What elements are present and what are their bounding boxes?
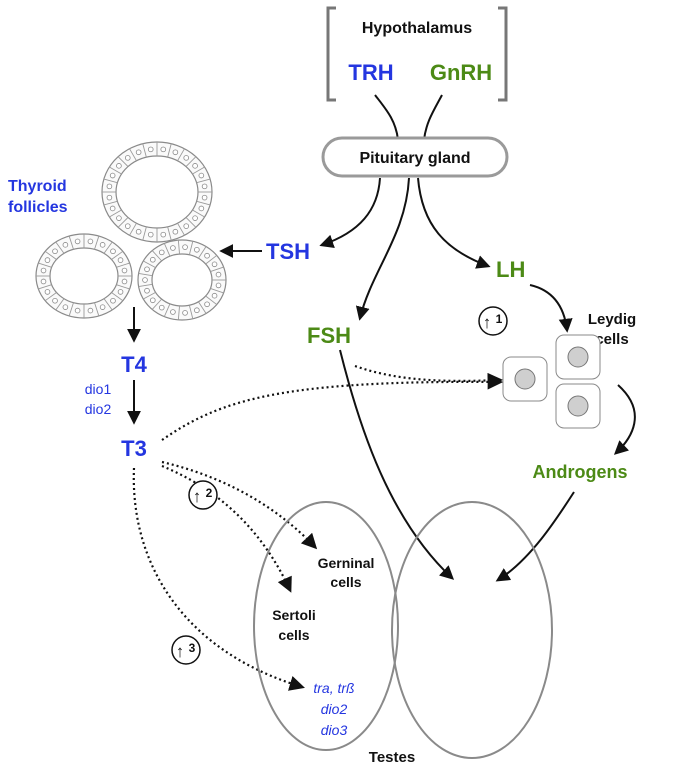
androgens-to-testes-arrow (495, 491, 575, 582)
svg-text:↑: ↑ (193, 487, 202, 506)
testis-right (391, 501, 553, 759)
t3-to-germinal-dotted-arrow (161, 460, 318, 550)
lh-to-leydig-arrow (529, 284, 573, 333)
t3-to-receptors-dotted-arrow (132, 467, 305, 691)
thyroid-follicles (35, 141, 227, 321)
fsh-to-testes-arrow (339, 349, 455, 580)
svg-text:↑: ↑ (176, 642, 185, 661)
testes-dio3-label: dio3 (321, 722, 348, 738)
fsh-to-leydig-dotted-arrow (354, 364, 504, 389)
svg-text:2: 2 (206, 486, 213, 500)
effect-3-badge: ↑ 3 (171, 635, 201, 665)
pituitary-gland-label: Pituitary gland (359, 150, 470, 167)
sertoli-cells-label-line1: Sertoli (272, 607, 316, 623)
t3-label: T3 (121, 436, 147, 461)
tsh-label: TSH (266, 239, 310, 264)
leydig-to-androgens-arrow (613, 384, 636, 455)
gnrh-label: GnRH (430, 60, 492, 85)
pituitary-gland-box (321, 136, 509, 178)
receptors-label: tra, trß (313, 680, 354, 696)
leydig-label-line1: Leydig (588, 311, 636, 328)
dio1-label: dio1 (85, 381, 112, 397)
svg-text:1: 1 (496, 312, 503, 326)
testes-label: Testes (369, 749, 415, 766)
pituitary-to-tsh-arrow (319, 177, 381, 248)
hypothalamus-bracket (326, 6, 508, 102)
sertoli-cells-label-line2: cells (278, 627, 309, 643)
svg-text:↑: ↑ (483, 313, 492, 332)
trh-label: TRH (348, 60, 393, 85)
dio2-label: dio2 (85, 401, 112, 417)
t3-to-sertoli-dotted-arrow (161, 464, 292, 593)
effect-1-badge: ↑ 1 (478, 306, 508, 336)
germinal-cells-label-line1: Gerninal (318, 555, 375, 571)
lh-label: LH (496, 257, 525, 282)
thyroid-label-line2: follicles (8, 199, 68, 216)
germinal-cells-label-line2: cells (330, 574, 361, 590)
t4-label: T4 (121, 352, 147, 377)
trh-to-pituitary-line (374, 94, 399, 141)
svg-text:3: 3 (189, 641, 196, 655)
thyroid-label-line1: Thyroid (8, 178, 67, 195)
fsh-label: FSH (307, 323, 351, 348)
t3-to-leydig-dotted-arrow (161, 374, 504, 441)
effect-2-badge: ↑ 2 (188, 480, 218, 510)
androgens-label: Androgens (532, 462, 627, 482)
leydig-label-line2: cells (595, 331, 628, 348)
hypothalamus-title: Hypothalamus (362, 20, 472, 37)
testes-dio2-label: dio2 (321, 701, 348, 717)
testis-left (253, 501, 399, 751)
gnrh-to-pituitary-line (423, 94, 443, 141)
pituitary-to-lh-arrow (417, 177, 491, 269)
pituitary-to-fsh-arrow (355, 177, 410, 321)
leydig-cells (502, 334, 601, 429)
